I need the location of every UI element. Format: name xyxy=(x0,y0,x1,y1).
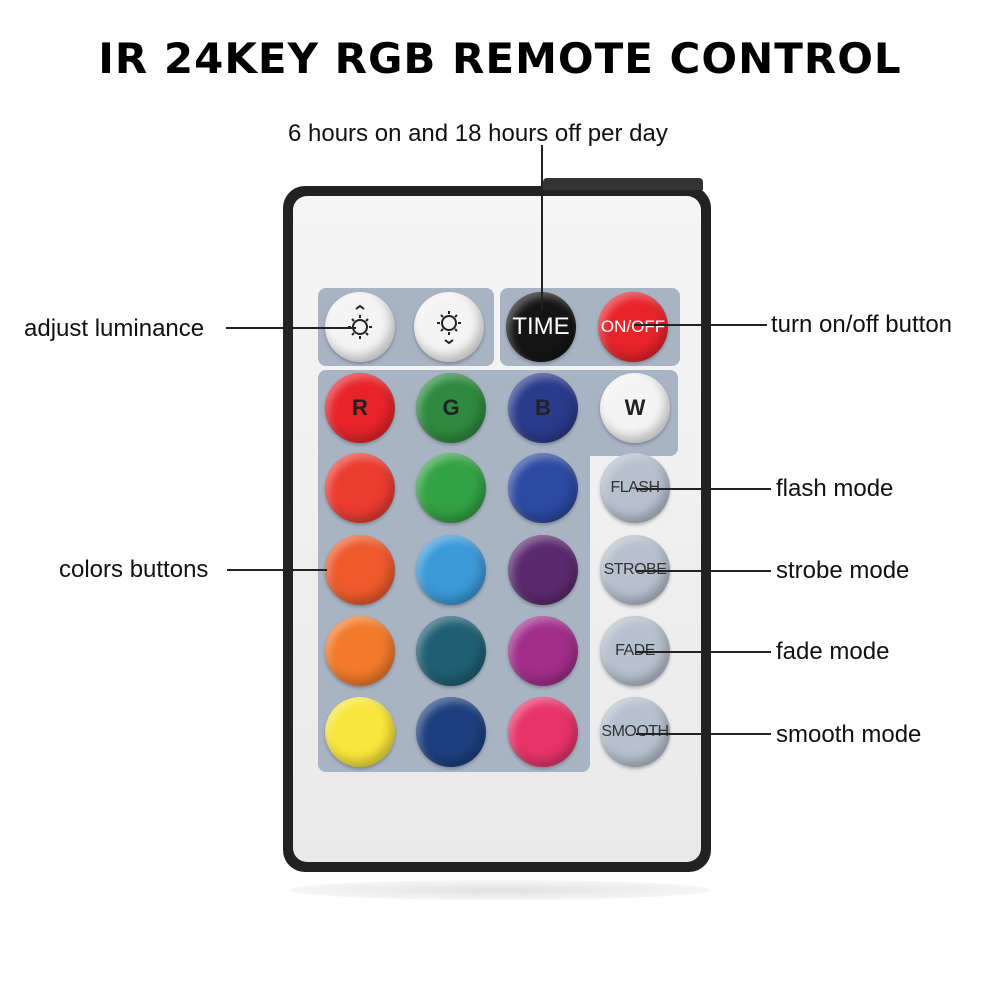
time-leader-line xyxy=(541,145,543,310)
color-button[interactable] xyxy=(416,535,486,605)
color-button[interactable] xyxy=(416,697,486,767)
fade-button-label: FADE xyxy=(615,642,655,659)
white-button-label: W xyxy=(624,395,646,420)
colors-callout: colors buttons xyxy=(59,556,209,583)
red-button[interactable]: R xyxy=(325,373,395,443)
fade-callout: fade mode xyxy=(776,638,890,665)
luminance-callout: adjust luminance xyxy=(24,315,205,342)
page-title: IR 24KEY RGB REMOTE CONTROL xyxy=(98,34,902,83)
white-button[interactable]: W xyxy=(600,373,670,443)
fade-leader-line xyxy=(636,651,771,653)
remote-battery-tab xyxy=(543,178,703,190)
color-button[interactable] xyxy=(508,697,578,767)
green-button-label: G xyxy=(442,395,460,420)
power-button[interactable]: ON/OFF xyxy=(598,292,668,362)
color-button[interactable] xyxy=(416,453,486,523)
power-leader-line xyxy=(634,324,767,326)
colors-leader-line xyxy=(227,569,327,571)
power-callout: turn on/off button xyxy=(771,311,953,338)
red-button-label: R xyxy=(352,395,368,420)
strobe-leader-line xyxy=(636,570,771,572)
flash-button-label: FLASH xyxy=(610,479,660,496)
color-button[interactable] xyxy=(416,616,486,686)
smooth-button-label: SMOOTH xyxy=(601,723,669,740)
flash-leader-line xyxy=(636,488,771,490)
flash-callout: flash mode xyxy=(776,475,894,502)
smooth-button[interactable]: SMOOTH xyxy=(600,697,670,767)
power-button-label: ON/OFF xyxy=(600,317,666,336)
blue-button-label: B xyxy=(535,395,551,420)
luminance-leader-line xyxy=(226,327,356,329)
time-button-label: TIME xyxy=(512,313,570,340)
strobe-button-label: STROBE xyxy=(603,561,667,578)
color-button[interactable] xyxy=(508,616,578,686)
time-callout: 6 hours on and 18 hours off per day xyxy=(288,120,668,147)
strobe-callout: strobe mode xyxy=(776,557,910,584)
color-button[interactable] xyxy=(508,535,578,605)
color-button[interactable] xyxy=(508,453,578,523)
brightness-up-icon xyxy=(338,303,382,352)
brightness-down-icon xyxy=(427,303,471,352)
color-button[interactable] xyxy=(325,616,395,686)
smooth-callout: smooth mode xyxy=(776,721,922,748)
green-button[interactable]: G xyxy=(416,373,486,443)
color-button[interactable] xyxy=(325,535,395,605)
color-button[interactable] xyxy=(325,453,395,523)
color-button[interactable] xyxy=(325,697,395,767)
smooth-leader-line xyxy=(636,733,771,735)
brightness-down-button[interactable] xyxy=(414,292,484,362)
blue-button[interactable]: B xyxy=(508,373,578,443)
remote-shadow xyxy=(290,880,710,900)
strobe-button[interactable]: STROBE xyxy=(600,535,670,605)
